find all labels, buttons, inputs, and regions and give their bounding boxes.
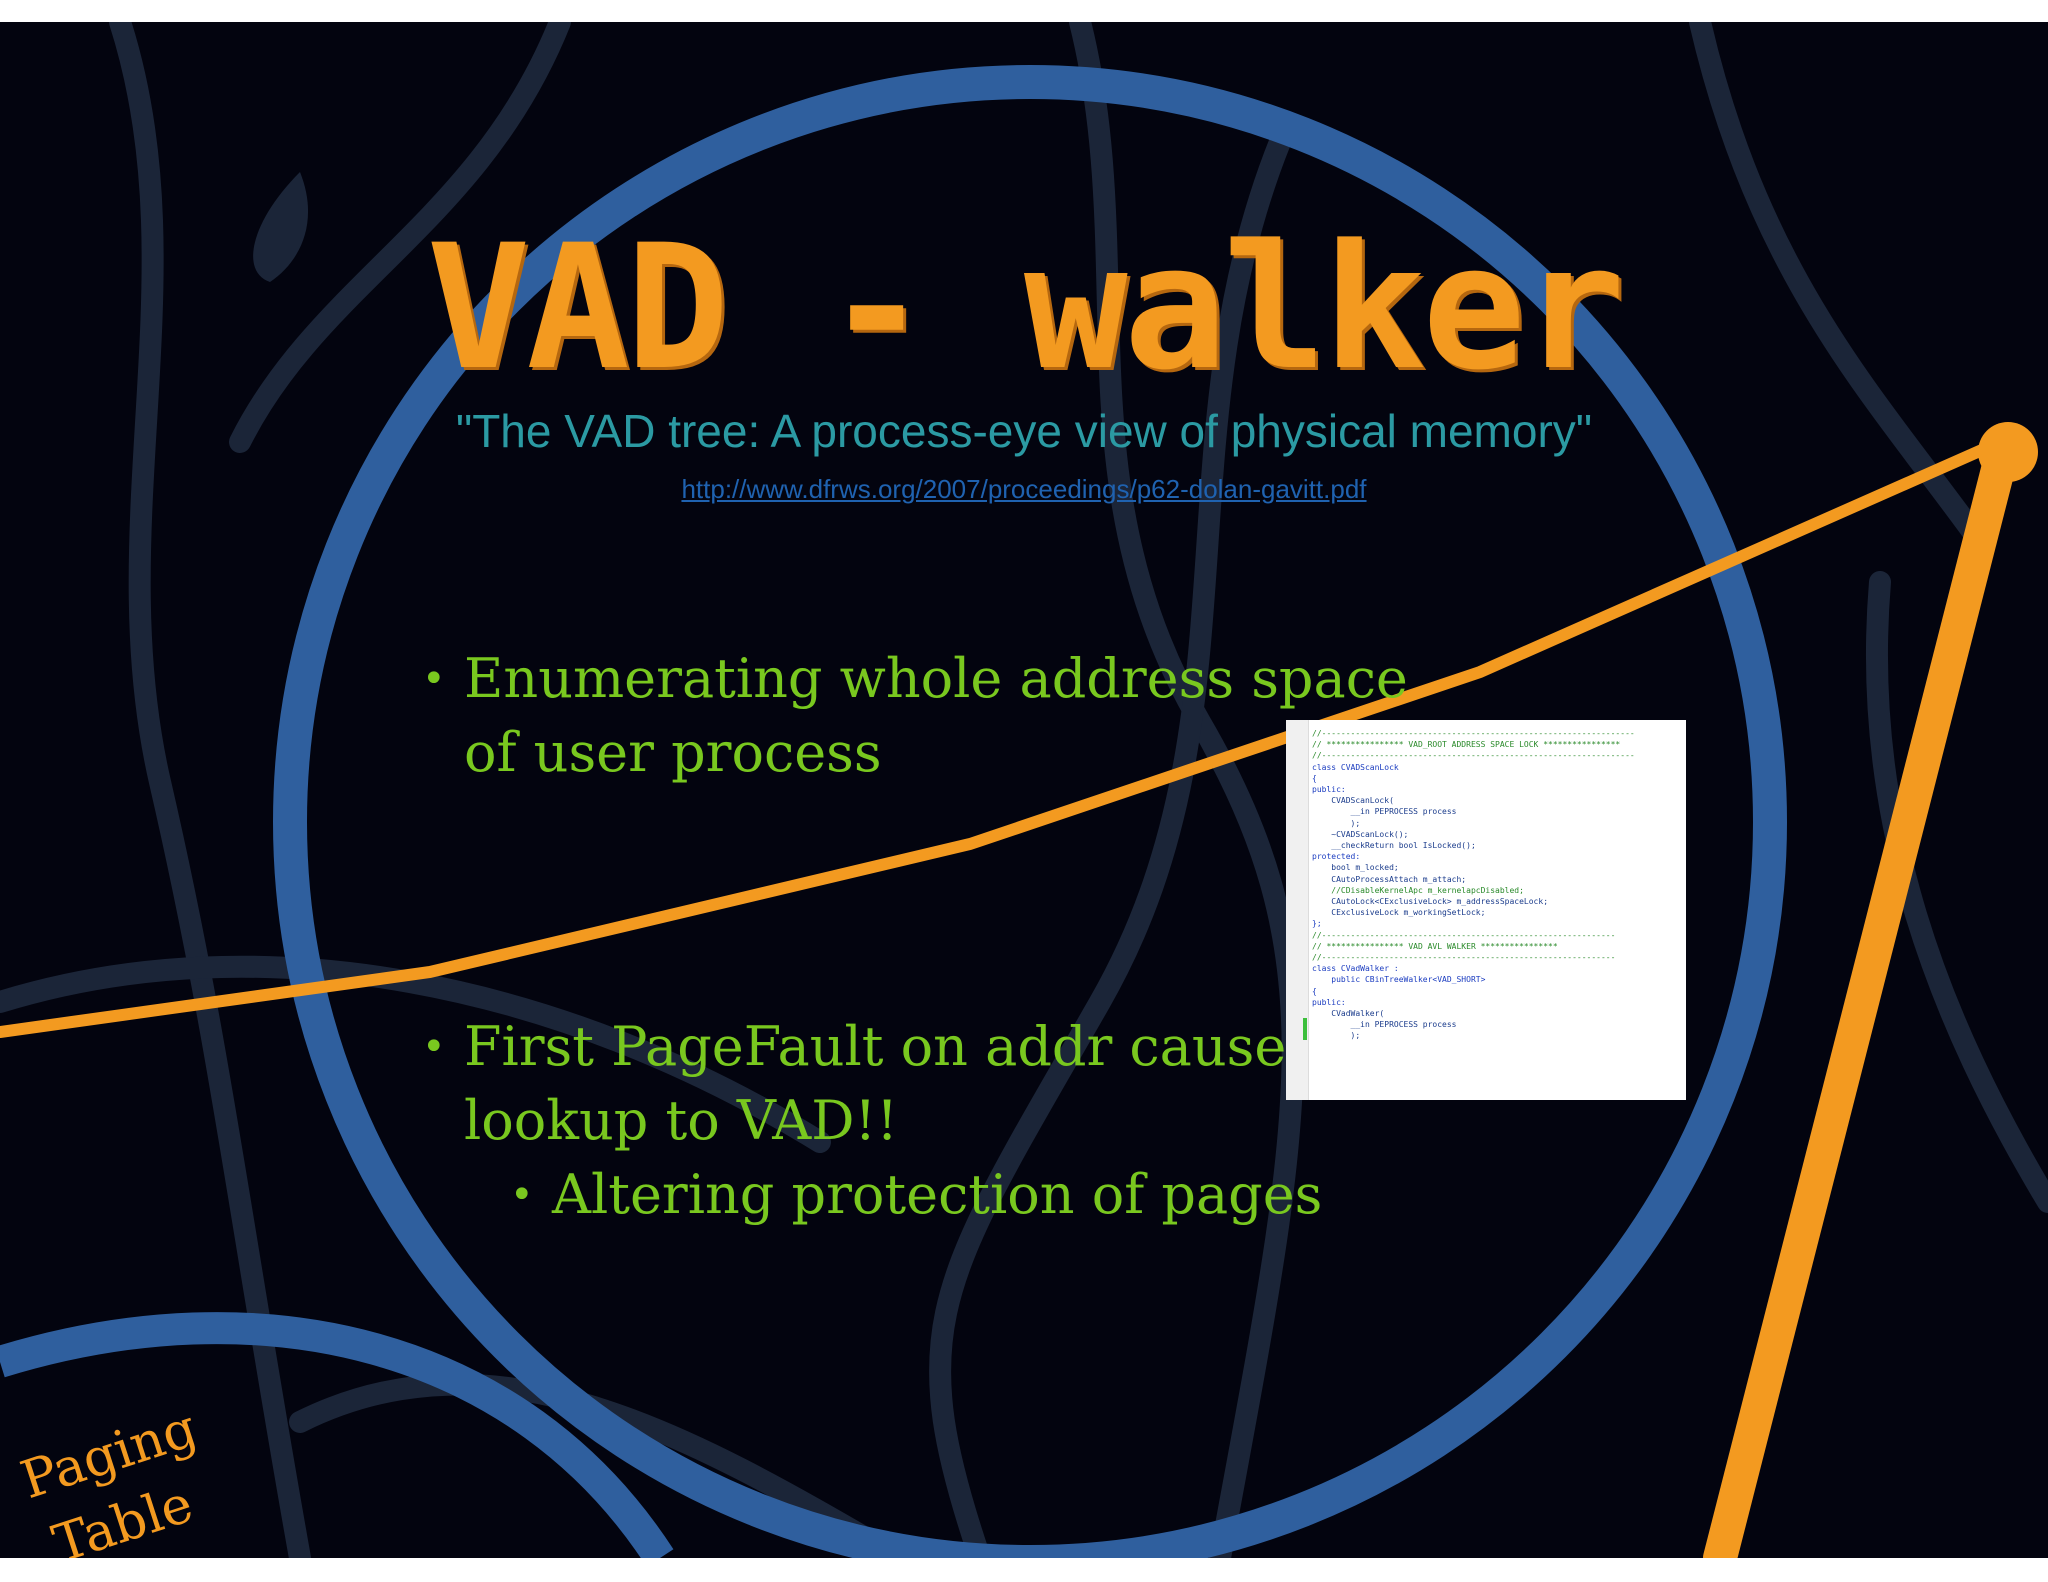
bullet-line: lookup to VAD!!: [464, 1089, 898, 1152]
code-line: );: [1312, 1031, 1361, 1041]
orange-right-stroke: [1703, 425, 2022, 1558]
background-decoration: [0, 22, 2048, 1558]
orange-knob: [1978, 422, 2038, 482]
bottom-left-arc: [0, 1312, 674, 1558]
code-line: {: [1312, 986, 1317, 996]
code-line: CVadWalker(: [1312, 1009, 1385, 1019]
slide-subtitle: "The VAD tree: A process-eye view of phy…: [455, 405, 1593, 457]
code-line: CVADScanLock(: [1312, 796, 1394, 806]
code-line: public:: [1312, 997, 1346, 1007]
bullet-item: • Enumerating whole address space of use…: [422, 642, 1408, 790]
code-line: CAutoProcessAttach m_attach;: [1312, 874, 1467, 884]
sub-bullet-line: Altering protection of pages: [552, 1163, 1323, 1226]
code-line: __in PEPROCESS process: [1312, 807, 1457, 817]
reference-link[interactable]: http://www.dfrws.org/2007/proceedings/p6…: [681, 474, 1367, 504]
code-line: // **************** VAD AVL WALKER *****…: [1312, 941, 1558, 951]
code-line: CExclusiveLock m_workingSetLock;: [1312, 908, 1486, 918]
code-line: //--------------------------------------…: [1312, 751, 1635, 761]
code-line: protected:: [1312, 852, 1361, 862]
bullet-line: of user process: [464, 721, 882, 784]
code-line: class CVADScanLock: [1312, 762, 1399, 772]
code-line: bool m_locked;: [1312, 863, 1399, 873]
code-line: CAutoLock<CExclusiveLock> m_addressSpace…: [1312, 897, 1549, 907]
code-line: //--------------------------------------…: [1312, 953, 1616, 963]
code-line: public CBinTreeWalker<VAD_SHORT>: [1312, 975, 1486, 985]
large-blue-circle: [273, 65, 1787, 1558]
code-line: // **************** VAD_ROOT ADDRESS SPA…: [1312, 740, 1621, 750]
code-line: __in PEPROCESS process: [1312, 1020, 1457, 1030]
presentation-slide: VAD - walker "The VAD tree: A process-ey…: [0, 22, 2048, 1558]
code-line: //--------------------------------------…: [1312, 930, 1616, 940]
code-lines: //--------------------------------------…: [1312, 728, 1635, 1042]
background-swirls: [0, 22, 2048, 1558]
code-screenshot: //--------------------------------------…: [1286, 720, 1686, 1100]
sub-bullet-item: • Altering protection of pages: [510, 1158, 1323, 1232]
code-line: //CDisableKernelApc m_kernelapcDisabled;: [1312, 885, 1524, 895]
code-line: };: [1312, 919, 1322, 929]
slide-title: VAD - walker: [426, 207, 1626, 408]
code-line: __checkReturn bool IsLocked();: [1312, 841, 1476, 851]
bullet-dot: •: [422, 1024, 446, 1070]
bullet-item: • First PageFault on addr cause lookup t…: [422, 1010, 1287, 1158]
code-line: {: [1312, 773, 1317, 783]
code-line: );: [1312, 818, 1361, 828]
code-line: //--------------------------------------…: [1312, 729, 1635, 738]
code-line: ~CVADScanLock();: [1312, 829, 1409, 839]
bullet-dot: •: [510, 1172, 534, 1218]
bullet-dot: •: [422, 656, 446, 702]
bullet-line: First PageFault on addr cause: [464, 1015, 1287, 1078]
code-line: public:: [1312, 785, 1346, 795]
bullet-line: Enumerating whole address space: [464, 647, 1408, 710]
code-change-marker: [1303, 1018, 1307, 1040]
code-gutter: [1286, 720, 1309, 1100]
background-droplet: [253, 172, 309, 282]
code-line: class CVadWalker :: [1312, 964, 1399, 974]
orange-line: [0, 436, 2006, 1038]
